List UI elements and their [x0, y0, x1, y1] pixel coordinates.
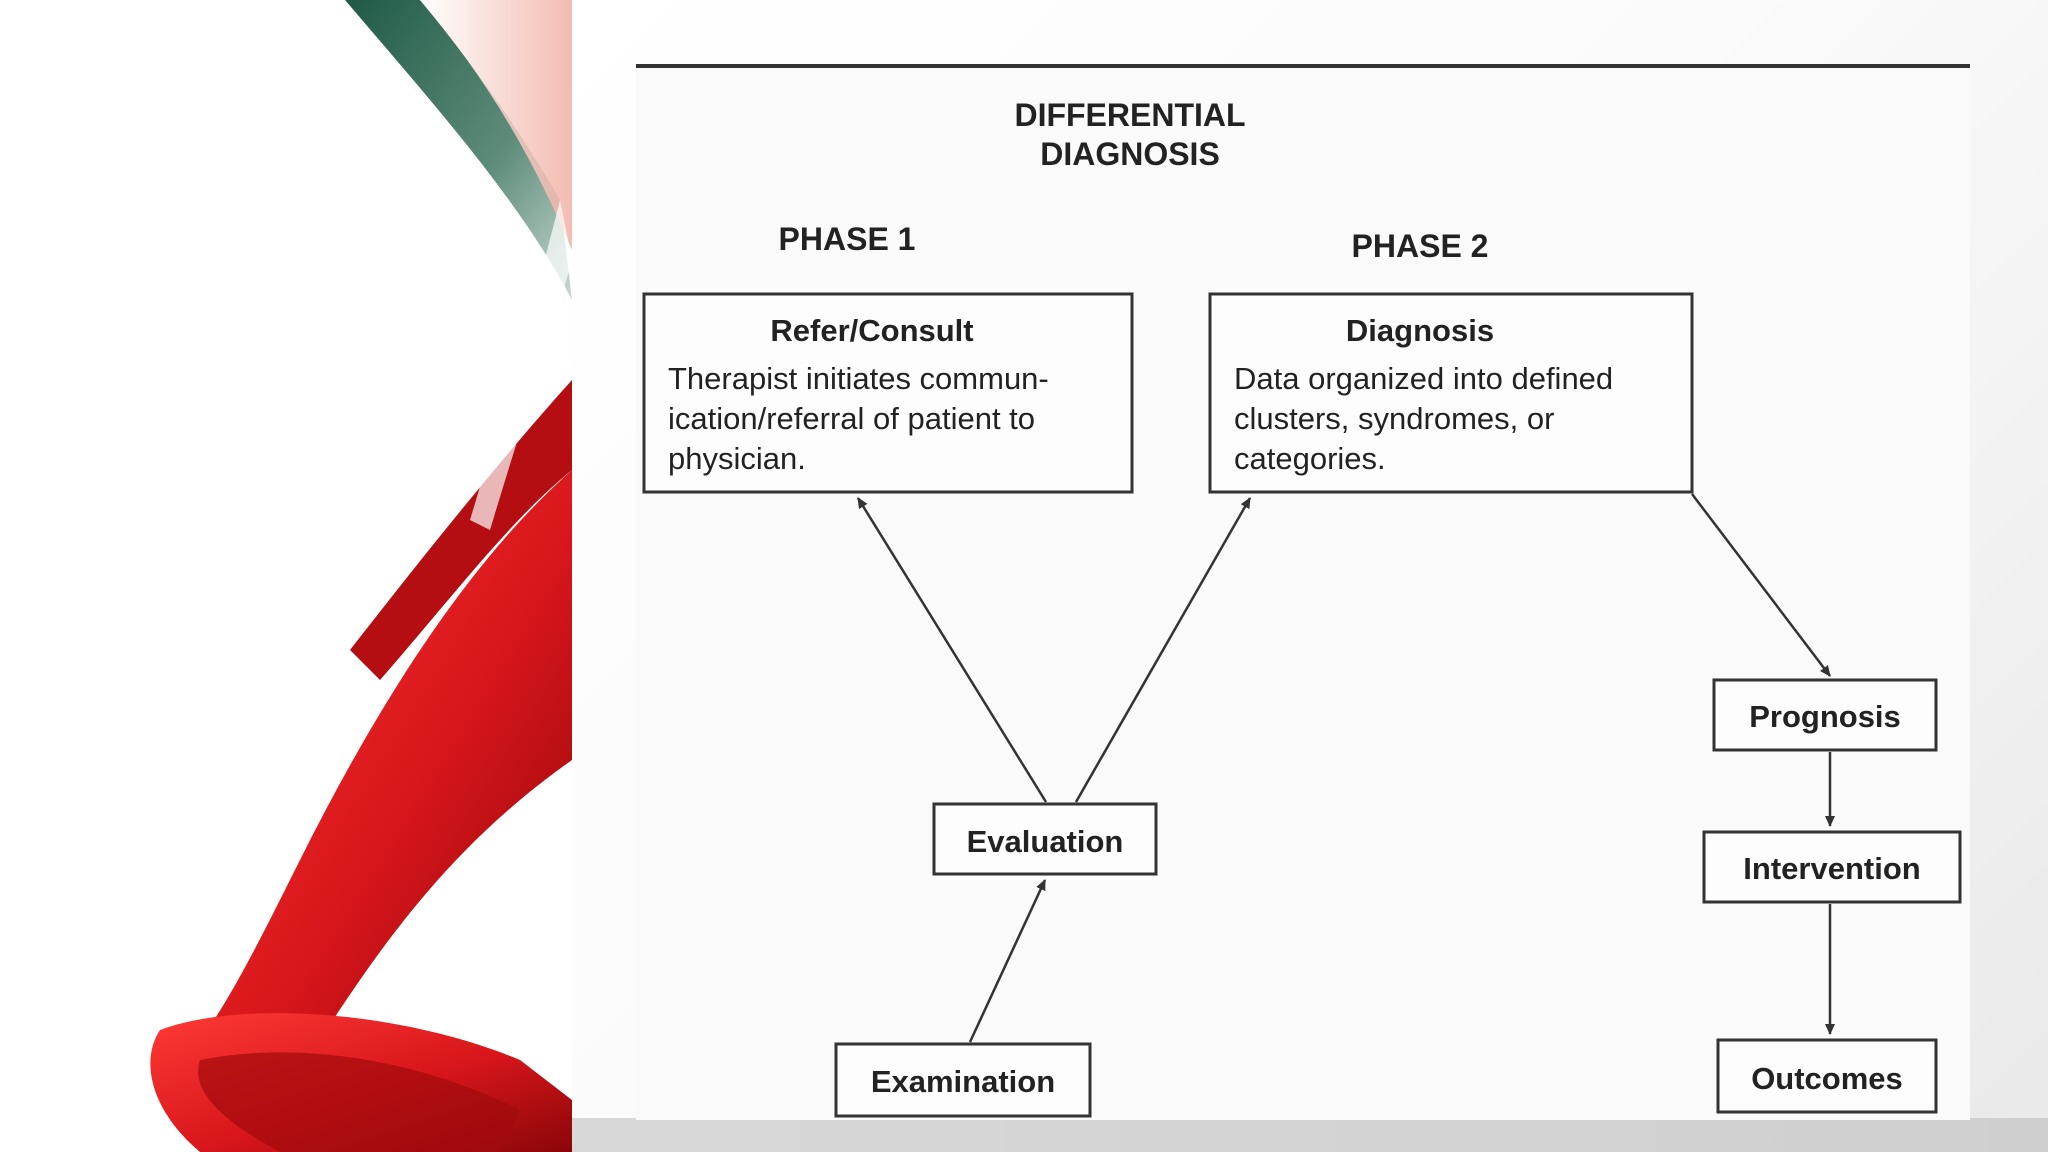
arrow-examination-to-evaluation	[968, 879, 1047, 1043]
refer-consult-line1: Therapist initiates commun-	[668, 361, 1049, 396]
diagnosis-line3: categories.	[1234, 441, 1386, 476]
phase1-label: PHASE 1	[779, 221, 916, 257]
arrow-evaluation-to-refer	[856, 497, 1048, 803]
diagnosis-line1: Data organized into defined	[1234, 361, 1613, 396]
outcomes-label: Outcomes	[1751, 1061, 1903, 1096]
refer-consult-line3: physician.	[668, 441, 806, 476]
prognosis-label: Prognosis	[1749, 699, 1901, 734]
phase2-label: PHASE 2	[1352, 228, 1489, 264]
examination-box: Examination	[834, 1042, 1092, 1118]
diagnosis-title: Diagnosis	[1346, 313, 1494, 348]
intervention-label: Intervention	[1743, 851, 1920, 886]
outcomes-box: Outcomes	[1716, 1038, 1938, 1114]
refer-consult-line2: ication/referral of patient to	[668, 401, 1035, 436]
evaluation-box: Evaluation	[932, 802, 1158, 876]
figure-top-rule	[636, 64, 1970, 68]
prognosis-box: Prognosis	[1712, 678, 1938, 752]
arrow-evaluation-to-diagnosis	[1074, 497, 1252, 803]
evaluation-label: Evaluation	[967, 824, 1124, 859]
diagnosis-box: Diagnosis Data organized into defined cl…	[1208, 292, 1694, 494]
diagram-title-line1: DIFFERENTIAL	[1014, 97, 1245, 133]
figure-panel	[636, 66, 1970, 1120]
examination-label: Examination	[871, 1064, 1055, 1099]
intervention-box: Intervention	[1702, 830, 1962, 904]
refer-consult-title: Refer/Consult	[770, 313, 973, 348]
diagram-title-line2: DIAGNOSIS	[1040, 136, 1220, 172]
diagnosis-line2: clusters, syndromes, or	[1234, 401, 1554, 436]
refer-consult-box: Refer/Consult Therapist initiates commun…	[642, 292, 1134, 494]
slide-bottom-bar	[572, 1118, 2048, 1152]
arrow-diagnosis-to-prognosis	[1691, 493, 1831, 677]
decorative-swirl	[150, 0, 573, 1152]
